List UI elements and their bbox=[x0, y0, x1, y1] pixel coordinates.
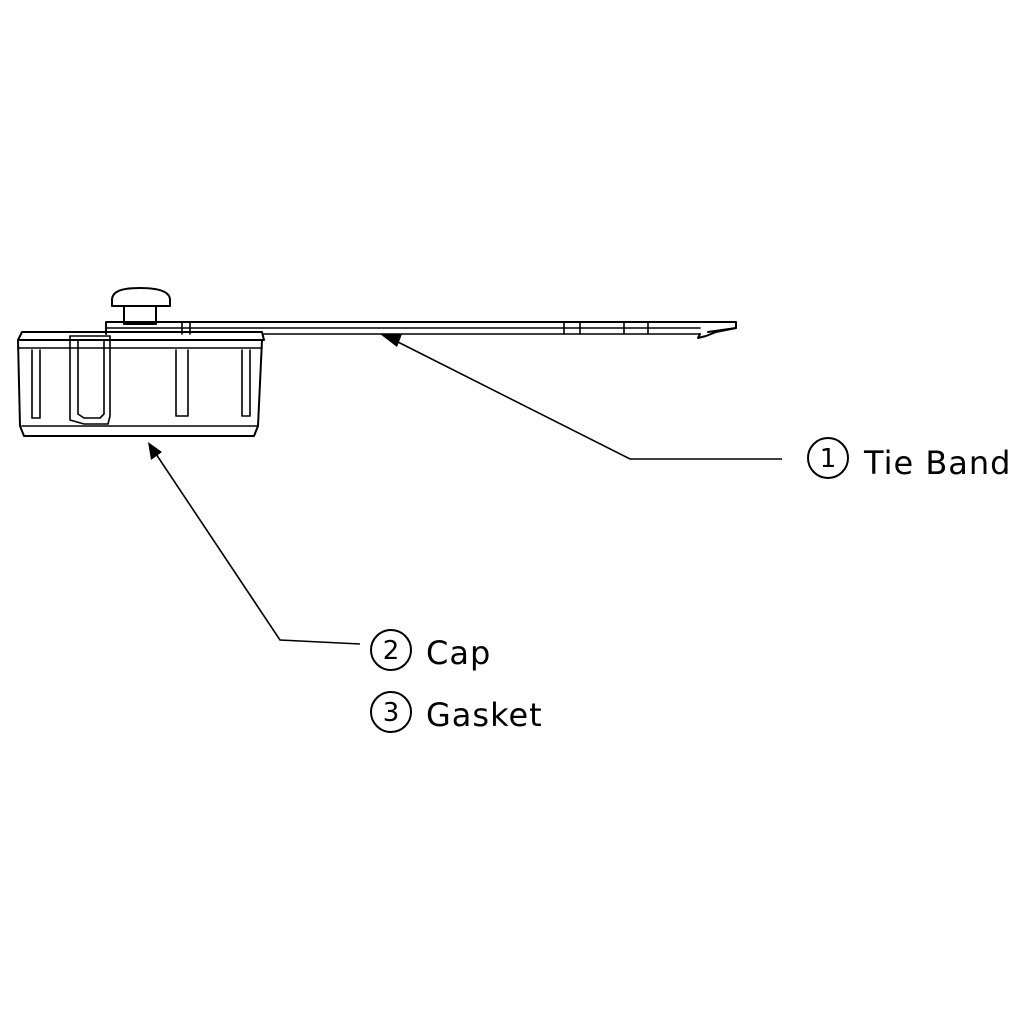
callout-gasket: 3 Gasket bbox=[370, 691, 543, 734]
tie-band bbox=[105, 321, 737, 339]
leader-cap bbox=[148, 442, 361, 645]
callout-label-tie-band: Tie Band bbox=[863, 444, 1011, 482]
callout-cap: 2 Cap bbox=[370, 629, 491, 672]
callout-number: 1 bbox=[820, 444, 837, 474]
callout-number: 2 bbox=[383, 636, 400, 666]
callout-number-bubble bbox=[807, 437, 849, 479]
push-button bbox=[111, 287, 171, 325]
callout-number-bubble bbox=[370, 629, 412, 671]
gasket bbox=[69, 335, 111, 425]
cap-body bbox=[17, 331, 265, 437]
callout-number: 3 bbox=[383, 698, 400, 728]
callout-tie-band: 1 Tie Band bbox=[807, 437, 1011, 482]
leader-tie-band bbox=[380, 334, 782, 460]
callout-number-bubble bbox=[370, 691, 412, 733]
callout-label-cap: Cap bbox=[426, 634, 491, 672]
callout-label-gasket: Gasket bbox=[426, 696, 543, 734]
